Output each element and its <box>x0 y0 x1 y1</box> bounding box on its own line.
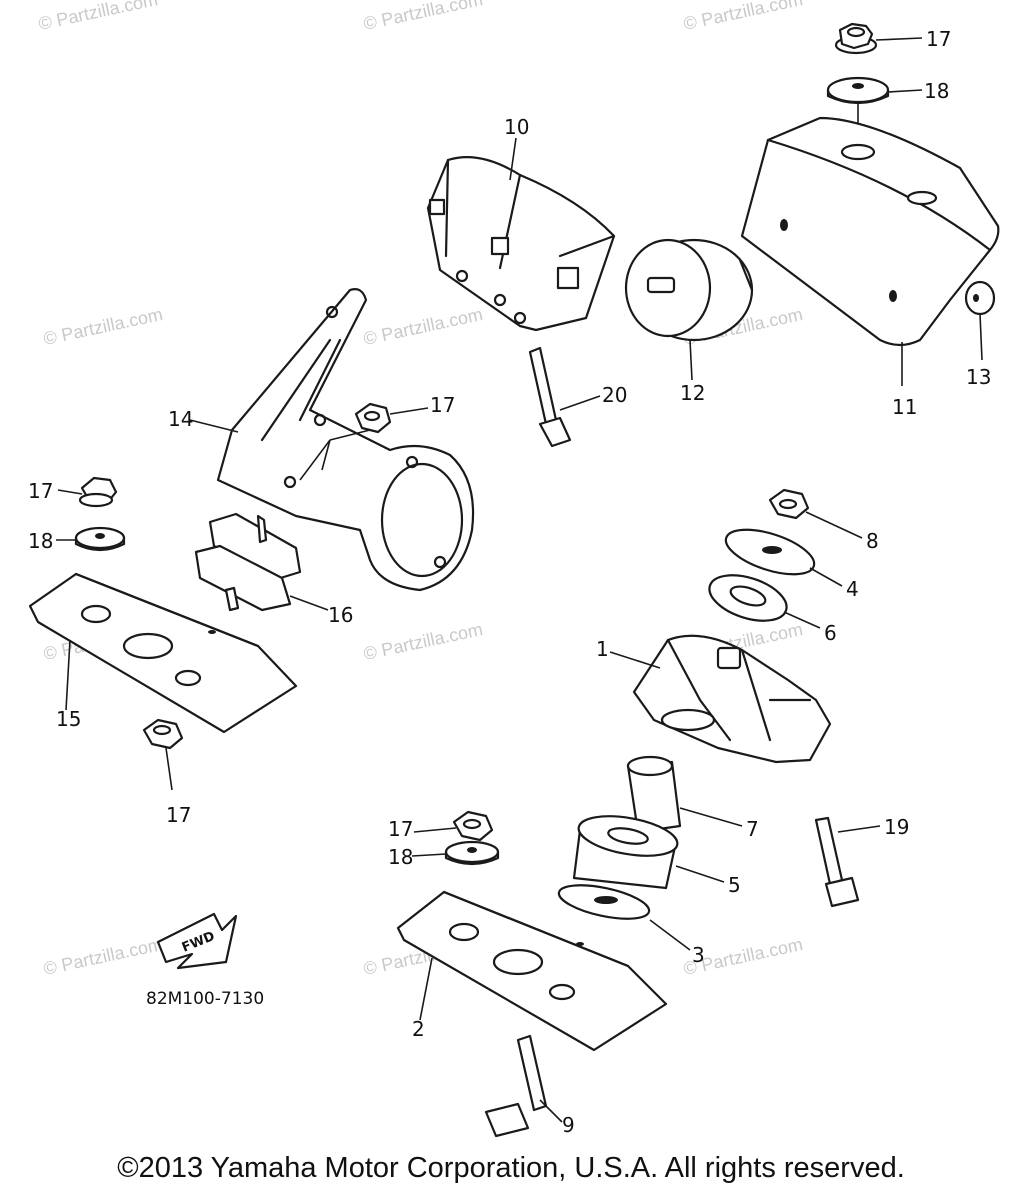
part-15-plate <box>28 572 298 734</box>
watermark: © Partzilla.com <box>37 0 160 34</box>
part-3-washer <box>557 884 651 920</box>
callout-8: 8 <box>866 529 879 553</box>
callout-16: 16 <box>328 603 353 627</box>
part-5-bushing <box>572 815 679 890</box>
part-17-nut-left <box>78 476 118 508</box>
callout-18: 18 <box>924 79 949 103</box>
part-13-grommet <box>964 280 996 316</box>
part-16-rubber-mount <box>194 512 302 612</box>
part-1-bracket <box>632 634 832 764</box>
watermark: © Partzilla.com <box>42 934 165 979</box>
part-18-washer-top-right <box>826 76 890 105</box>
part-18-washer-left <box>74 526 126 552</box>
callout-20: 20 <box>602 383 627 407</box>
callout-10: 10 <box>504 115 529 139</box>
callout-3: 3 <box>692 943 705 967</box>
leader-lines <box>56 37 983 1123</box>
callout-14: 14 <box>168 407 193 431</box>
part-10-bracket <box>426 156 616 332</box>
part-8-nut <box>768 488 810 520</box>
callout-18: 18 <box>388 845 413 869</box>
part-4-washer <box>724 528 816 576</box>
part-17-nut-top-right <box>834 22 878 55</box>
callout-18: 18 <box>28 529 53 553</box>
callout-17: 17 <box>166 803 191 827</box>
part-17-nut-bottom-left <box>142 718 184 750</box>
watermark: © Partzilla.com <box>362 619 485 664</box>
part-11-cover <box>740 116 1000 347</box>
callout-15: 15 <box>56 707 81 731</box>
callout-17: 17 <box>430 393 455 417</box>
part-code: 82M100-7130 <box>146 989 264 1009</box>
part-19-bolt <box>814 816 860 908</box>
copyright-notice: ©2013 Yamaha Motor Corporation, U.S.A. A… <box>117 1152 905 1184</box>
callout-9: 9 <box>562 1113 575 1137</box>
callout-17: 17 <box>926 27 951 51</box>
part-18-washer-lower-center <box>444 840 500 866</box>
part-17-nut-lower-center <box>452 810 494 842</box>
part-12-motor <box>624 238 754 342</box>
fwd-arrow: FWD <box>156 912 238 970</box>
watermark: © Partzilla.com <box>362 304 485 349</box>
callout-11: 11 <box>892 395 917 419</box>
watermark: © Partzilla.com <box>682 0 805 34</box>
callout-6: 6 <box>824 621 837 645</box>
watermark: © Partzilla.com <box>42 304 165 349</box>
callout-13: 13 <box>966 365 991 389</box>
part-9-bolt <box>484 1034 548 1138</box>
callout-17: 17 <box>388 817 413 841</box>
part-2-plate <box>396 890 668 1052</box>
part-17-nut-center <box>354 402 392 434</box>
callout-1: 1 <box>596 637 609 661</box>
part-20-bolt <box>528 346 572 448</box>
callout-4: 4 <box>846 577 859 601</box>
callout-5: 5 <box>728 873 741 897</box>
part-14-bracket <box>216 288 475 592</box>
watermark: © Partzilla.com <box>362 0 485 34</box>
callout-2: 2 <box>412 1017 425 1041</box>
callouts: 17 18 10 11 13 12 20 17 14 17 18 16 15 1… <box>28 27 991 1137</box>
callout-17: 17 <box>28 479 53 503</box>
callout-12: 12 <box>680 381 705 405</box>
part-6-bushing <box>708 574 788 622</box>
callout-19: 19 <box>884 815 909 839</box>
part-7-collar <box>626 755 682 834</box>
callout-7: 7 <box>746 817 759 841</box>
